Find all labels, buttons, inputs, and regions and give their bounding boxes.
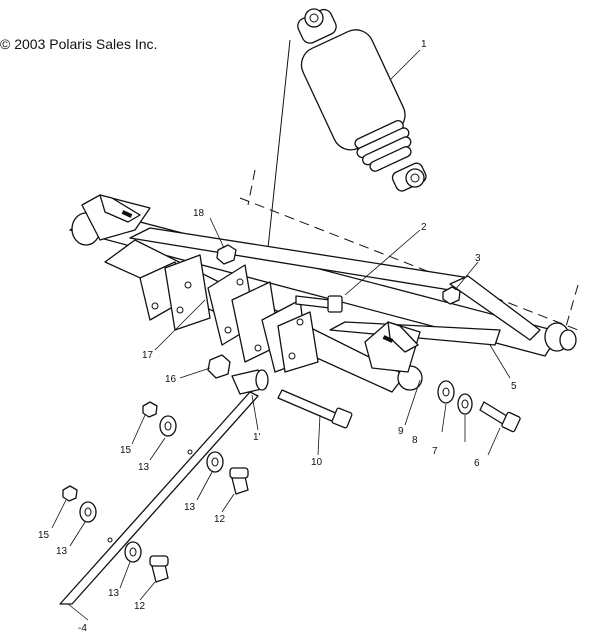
callout-15-upper: 15 xyxy=(120,445,132,456)
mounting-plates xyxy=(139,254,319,373)
callout-8: 8 xyxy=(412,435,418,446)
callout-10: 10 xyxy=(311,457,323,468)
callout-12-upper: 12 xyxy=(214,514,226,525)
callout-1: 1 xyxy=(421,39,427,50)
callout-18: 18 xyxy=(193,208,205,219)
callout-13-a: 13 xyxy=(138,462,150,473)
copyright-notice: © 2003 Polaris Sales Inc. xyxy=(0,36,158,52)
callout-15-lower: 15 xyxy=(38,530,50,541)
callout-16: 16 xyxy=(165,374,177,385)
callout-6: 6 xyxy=(474,458,480,469)
callout-17: 17 xyxy=(142,350,154,361)
callout-13-c: 13 xyxy=(56,546,68,557)
leader-lines xyxy=(51,49,511,621)
callout-2: 2 xyxy=(421,222,427,233)
guide-lines xyxy=(239,39,579,331)
callout-5: 5 xyxy=(511,381,517,392)
callout-13-b: 13 xyxy=(184,502,196,513)
callout-3: 3 xyxy=(475,253,481,264)
callout-13-d: 13 xyxy=(108,588,120,599)
hardware xyxy=(62,244,521,583)
callout-4: -4 xyxy=(78,623,87,631)
callout-9: 9 xyxy=(398,426,404,437)
shock-absorber xyxy=(297,8,427,192)
callout-labels: 1 2 3 -4 5 6 7 8 9 10 1' 12 12 13 13 13 … xyxy=(38,39,517,631)
callout-12-lower: 12 xyxy=(134,601,146,612)
callout-11: 1' xyxy=(253,432,261,443)
callout-7: 7 xyxy=(432,446,438,457)
